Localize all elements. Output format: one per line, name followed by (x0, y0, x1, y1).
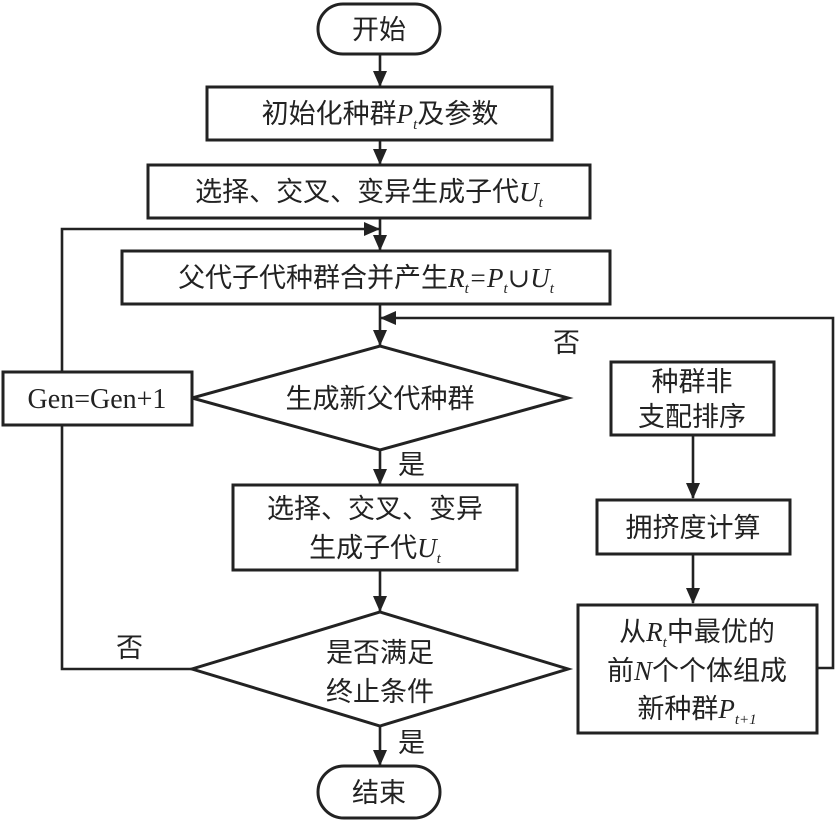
edge-label-yes-decision2: 是 (398, 728, 425, 759)
end-terminal: 结束 (316, 764, 442, 820)
decision-new-parent: 生成新父代种群 (186, 344, 574, 452)
start-shape (316, 2, 442, 56)
select-best-line1: 从Rt中最优的 (619, 617, 775, 651)
edge-gen-loop (60, 222, 380, 372)
nondominated-sort-shape (609, 360, 776, 437)
select-best-process: 从Rt中最优的 前N个个体组成 新种群Pt+1 (576, 603, 819, 735)
decision-new-parent-shape (186, 344, 574, 452)
crowding-process: 拥挤度计算 (595, 498, 792, 556)
gen-increment-shape (1, 370, 194, 427)
decision-new-parent-label: 生成新父代种群 (286, 384, 475, 415)
merge-shape (120, 249, 612, 306)
gen-increment-process: Gen=Gen+1 (1, 370, 194, 427)
init-process: 初始化种群Pt及参数 (205, 85, 554, 142)
crowding-shape (595, 498, 792, 556)
offspring2-label-line1: 选择、交叉、变异 (267, 494, 483, 525)
crowding-label: 拥挤度计算 (626, 513, 761, 544)
end-label: 结束 (352, 778, 406, 809)
select-best-line2: 前N个个体组成 (607, 656, 787, 687)
end-shape (316, 764, 442, 820)
merge-label: 父代子代种群合并产生Rt=Pt∪Ut (178, 263, 555, 297)
nondominated-sort-line2: 支配排序 (638, 402, 746, 433)
edges (60, 54, 835, 766)
offspring2-shape (231, 483, 519, 572)
merge-process: 父代子代种群合并产生Rt=Pt∪Ut (120, 249, 612, 306)
offspring1-shape (146, 163, 592, 220)
start-terminal: 开始 (316, 2, 442, 56)
select-best-line3: 新种群Pt+1 (637, 694, 756, 728)
init-label: 初始化种群Pt及参数 (262, 99, 499, 133)
start-label: 开始 (352, 15, 406, 46)
offspring1-process: 选择、交叉、变异生成子代Ut (146, 163, 592, 220)
nondominated-sort-process: 种群非 支配排序 (609, 360, 776, 437)
edge-decision2-no-gen (60, 425, 192, 671)
decision-terminate-shape (186, 610, 574, 728)
init-shape (205, 85, 554, 142)
offspring2-label-line2: 生成子代Ut (309, 533, 442, 567)
nondominated-sort-line1: 种群非 (652, 367, 733, 398)
offspring1-label: 选择、交叉、变异生成子代Ut (195, 177, 544, 211)
edge-label-no-loop: 否 (553, 328, 580, 359)
edge-label-no-decision2: 否 (116, 633, 143, 664)
decision-terminate: 是否满足 终止条件 (186, 610, 574, 728)
offspring2-process: 选择、交叉、变异 生成子代Ut (231, 483, 519, 572)
select-best-shape (576, 603, 819, 735)
gen-increment-label: Gen=Gen+1 (28, 384, 167, 415)
edge-select-loop (380, 311, 835, 670)
decision-terminate-line1: 是否满足 (326, 638, 434, 669)
decision-terminate-line2: 终止条件 (326, 677, 434, 708)
edge-label-yes-decision1: 是 (398, 450, 425, 481)
